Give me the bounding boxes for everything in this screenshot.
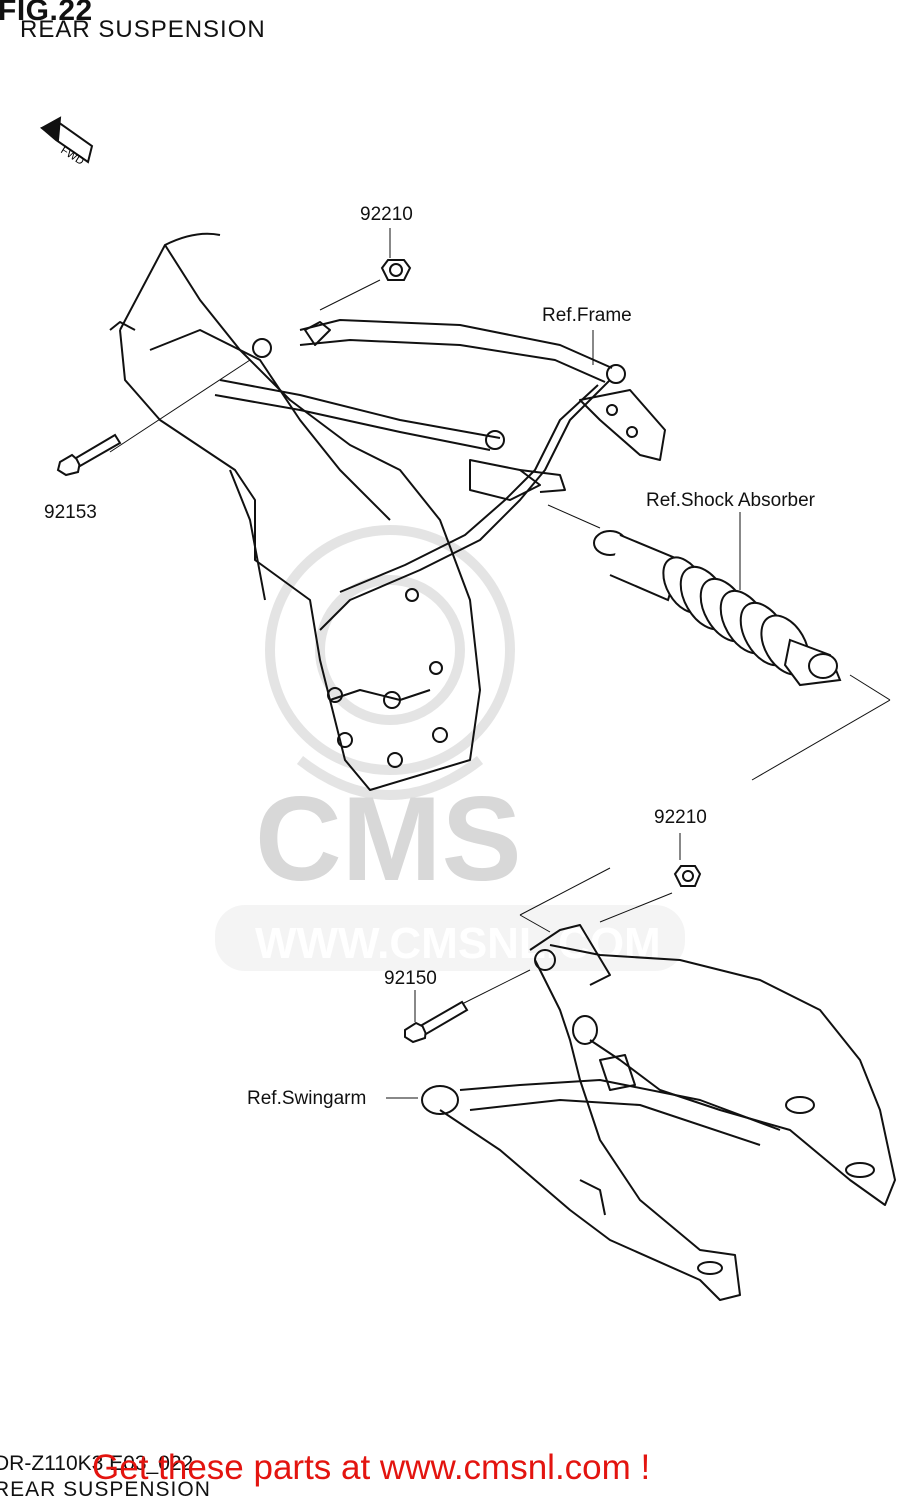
footer-subtitle: REAR SUSPENSION (0, 1478, 211, 1501)
figure-title: REAR SUSPENSION (20, 16, 266, 43)
promo-link[interactable]: Get these parts at www.cmsnl.com ! (92, 1448, 651, 1487)
ref-label-frame[interactable]: Ref.Frame (542, 305, 632, 326)
watermark-brand: CMS (255, 772, 522, 906)
watermark-logo (215, 525, 685, 971)
frame-drawing (109, 232, 666, 791)
swingarm-drawing (421, 924, 896, 1301)
shock-absorber-drawing (593, 530, 842, 687)
part-label-92210-bottom[interactable]: 92210 (654, 807, 707, 828)
nut-92210-top-icon (380, 259, 412, 281)
bolt-92153-icon (56, 433, 122, 477)
figure-number: FIG.22 (0, 0, 93, 27)
ref-label-shock-absorber[interactable]: Ref.Shock Absorber (646, 490, 815, 511)
part-label-92153[interactable]: 92153 (44, 502, 97, 523)
footer-diagram-code: DR-Z110K3 E03_022 (0, 1452, 194, 1475)
ref-label-swingarm[interactable]: Ref.Swingarm (247, 1088, 367, 1109)
bolt-92150-icon (404, 1000, 469, 1044)
part-label-92210-top[interactable]: 92210 (360, 204, 413, 225)
leader-lines (109, 228, 891, 1099)
nut-92210-bottom-icon (673, 865, 702, 887)
fwd-arrow-icon (40, 116, 94, 164)
part-label-92150[interactable]: 92150 (384, 968, 437, 989)
watermark-url: WWW.CMSNL.COM (255, 919, 661, 968)
